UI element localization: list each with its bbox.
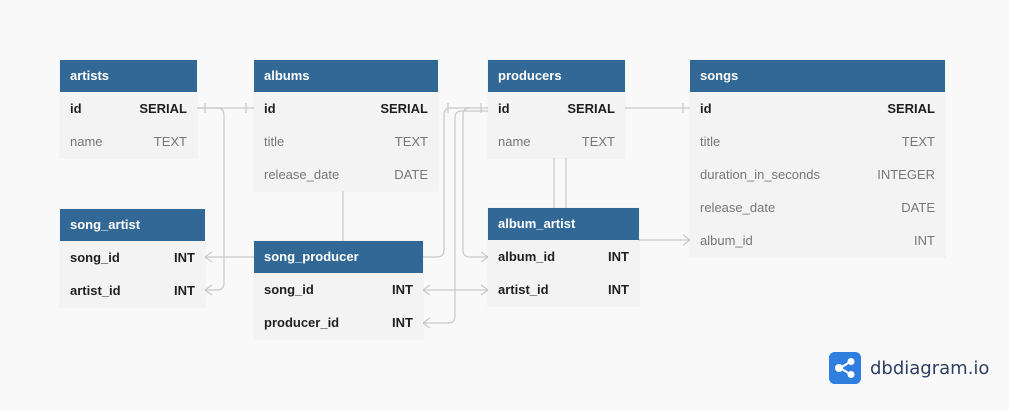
field-row-release-date[interactable]: release_date DATE — [254, 158, 438, 191]
field-row-id[interactable]: id SERIAL — [254, 92, 438, 125]
field-row-producer-id[interactable]: producer_id INT — [254, 306, 423, 339]
field-type: DATE — [901, 200, 935, 215]
connector-albums-album-artist — [462, 107, 488, 258]
many-marker-song-artist-b — [203, 284, 213, 296]
field-row-title[interactable]: title TEXT — [254, 125, 438, 158]
many-marker-song-producer-b — [421, 317, 431, 329]
field-name: artist_id — [498, 282, 549, 297]
field-type: INTEGER — [877, 167, 935, 182]
field-type: TEXT — [901, 134, 935, 149]
table-producers[interactable]: producers id SERIAL name TEXT — [488, 60, 625, 158]
field-type: TEXT — [581, 134, 615, 149]
field-name: id — [498, 101, 510, 116]
table-header[interactable]: song_producer — [254, 241, 423, 273]
field-type: INT — [608, 282, 629, 297]
field-name: artist_id — [70, 283, 121, 298]
table-artists[interactable]: artists id SERIAL name TEXT — [60, 60, 197, 158]
field-row-name[interactable]: name TEXT — [488, 125, 625, 158]
many-marker-songs-album-id — [682, 234, 692, 246]
field-name: name — [498, 134, 531, 149]
many-marker-song-artist-a — [203, 251, 213, 263]
field-name: release_date — [264, 167, 340, 182]
field-type: INT — [914, 233, 935, 248]
table-song-producer[interactable]: song_producer song_id INT producer_id IN… — [254, 241, 423, 339]
field-row-song-id[interactable]: song_id INT — [60, 241, 205, 274]
field-type: TEXT — [153, 134, 187, 149]
field-name: song_id — [70, 250, 120, 265]
field-name: song_id — [264, 282, 314, 297]
table-header[interactable]: artists — [60, 60, 197, 92]
field-row-id[interactable]: id SERIAL — [488, 92, 625, 125]
field-type: INT — [608, 249, 629, 264]
field-name: title — [264, 134, 285, 149]
many-marker-album-artist-b — [480, 284, 490, 296]
share-nodes-icon — [829, 352, 861, 384]
table-albums[interactable]: albums id SERIAL title TEXT release_date… — [254, 60, 438, 191]
field-name: id — [264, 101, 276, 116]
field-name: id — [700, 101, 712, 116]
table-song-artist[interactable]: song_artist song_id INT artist_id INT — [60, 209, 205, 307]
field-row-release-date[interactable]: release_date DATE — [690, 191, 945, 224]
field-row-id[interactable]: id SERIAL — [60, 92, 197, 125]
field-type: INT — [392, 282, 413, 297]
field-type: SERIAL — [567, 101, 615, 116]
field-name: duration_in_seconds — [700, 167, 820, 182]
table-header[interactable]: songs — [690, 60, 945, 92]
field-name: title — [700, 134, 721, 149]
field-row-artist-id[interactable]: artist_id INT — [488, 273, 639, 306]
field-type: TEXT — [394, 134, 428, 149]
table-header[interactable]: producers — [488, 60, 625, 92]
field-row-artist-id[interactable]: artist_id INT — [60, 274, 205, 307]
field-row-name[interactable]: name TEXT — [60, 125, 197, 158]
logo-text: dbdiagram.io — [870, 357, 990, 379]
field-row-album-id[interactable]: album_id INT — [690, 224, 945, 257]
field-type: SERIAL — [887, 101, 935, 116]
many-marker-song-producer-a — [421, 284, 431, 296]
field-row-duration-in-seconds[interactable]: duration_in_seconds INTEGER — [690, 158, 945, 191]
field-name: id — [70, 101, 82, 116]
field-type: INT — [174, 283, 195, 298]
table-songs[interactable]: songs id SERIAL title TEXT duration_in_s… — [690, 60, 945, 257]
field-name: album_id — [498, 249, 556, 264]
field-name: release_date — [700, 200, 776, 215]
table-header[interactable]: album_artist — [488, 208, 639, 240]
field-name: album_id — [700, 233, 753, 248]
field-row-title[interactable]: title TEXT — [690, 125, 945, 158]
table-album-artist[interactable]: album_artist album_id INT artist_id INT — [488, 208, 639, 306]
many-marker-album-artist-a — [480, 251, 490, 263]
field-name: name — [70, 134, 103, 149]
field-type: INT — [174, 250, 195, 265]
field-row-song-id[interactable]: song_id INT — [254, 273, 423, 306]
field-type: SERIAL — [380, 101, 428, 116]
table-header[interactable]: albums — [254, 60, 438, 92]
field-type: INT — [392, 315, 413, 330]
field-row-id[interactable]: id SERIAL — [690, 92, 945, 125]
table-header[interactable]: song_artist — [60, 209, 205, 241]
field-type: SERIAL — [139, 101, 187, 116]
field-row-album-id[interactable]: album_id INT — [488, 240, 639, 273]
field-type: DATE — [394, 167, 428, 182]
field-name: producer_id — [264, 315, 340, 330]
dbdiagram-logo[interactable]: dbdiagram.io — [829, 352, 989, 384]
